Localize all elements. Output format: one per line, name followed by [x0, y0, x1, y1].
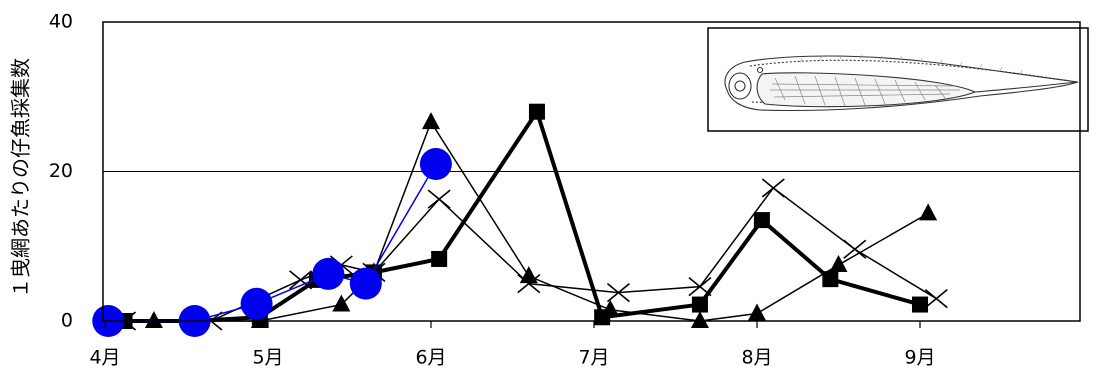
data-point-cross — [843, 239, 867, 259]
y-axis-label: １曳網あたりの仔魚採集数 — [9, 58, 33, 298]
data-point-circle — [240, 287, 273, 320]
data-point-cross — [761, 178, 785, 198]
data-point-triangle — [601, 299, 620, 317]
y-tick-label: 20 — [49, 160, 73, 182]
series-line — [124, 107, 921, 323]
x-tick-label: 8月 — [741, 347, 772, 369]
data-point-triangle — [919, 203, 938, 221]
data-point-square — [912, 296, 928, 313]
x-tick-label: 5月 — [252, 347, 283, 369]
data-point-triangle — [250, 311, 269, 328]
y-tick-label: 40 — [49, 11, 73, 33]
fish-larva-illustration — [724, 54, 1079, 112]
data-point-cross — [924, 288, 948, 309]
data-point-triangle — [748, 303, 766, 321]
series-layer — [92, 103, 948, 337]
data-point-circle — [419, 148, 452, 181]
data-point-circle — [349, 267, 382, 300]
data-point-cross — [289, 270, 313, 290]
plot-frame — [102, 21, 1081, 322]
data-point-triangle — [332, 294, 351, 312]
data-point-triangle — [829, 254, 848, 272]
data-point-square — [431, 250, 448, 267]
fish-larva-inset — [707, 27, 1089, 132]
data-point-triangle — [690, 311, 709, 328]
x-tick-labels: 4月 5月 6月 7月 8月 9月 — [89, 321, 936, 369]
data-point-cross — [517, 274, 541, 294]
series-filled-circle — [92, 148, 452, 337]
axes — [102, 21, 1081, 322]
data-point-square — [528, 103, 545, 120]
data-point-square — [691, 296, 708, 313]
x-tick-label: 9月 — [904, 347, 935, 369]
y-tick-labels: 0 20 40 — [49, 11, 73, 332]
data-point-square — [822, 271, 839, 288]
data-point-cross — [606, 282, 630, 303]
data-point-square — [753, 212, 770, 229]
data-point-circle — [312, 257, 345, 290]
x-tick-label: 6月 — [415, 347, 446, 369]
data-point-cross — [427, 189, 451, 209]
data-point-triangle — [144, 311, 163, 328]
x-tick-label: 7月 — [578, 347, 609, 369]
data-point-triangle — [422, 112, 440, 130]
x-tick-label: 4月 — [89, 347, 120, 369]
data-point-cross — [688, 276, 712, 297]
y-tick-label: 0 — [61, 310, 73, 332]
